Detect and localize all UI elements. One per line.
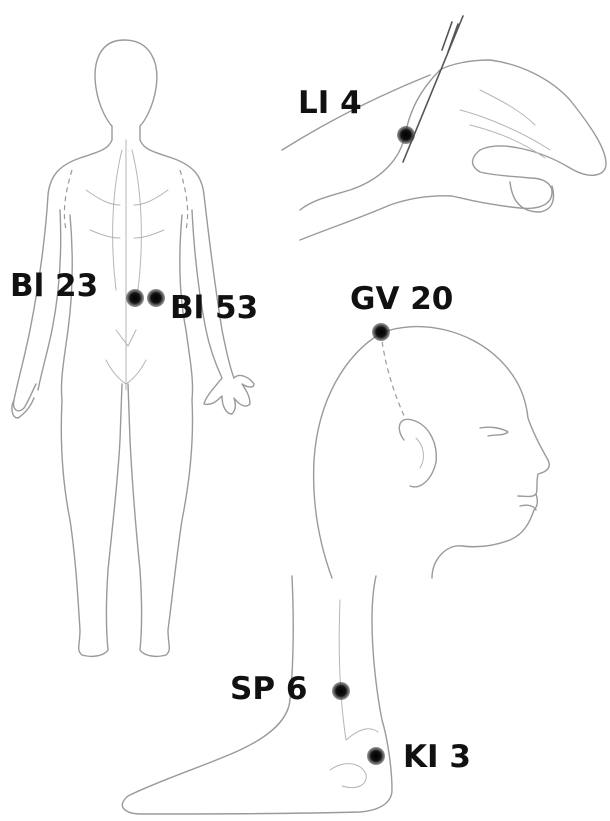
- point-bl23: [126, 289, 144, 307]
- point-gv20: [372, 323, 390, 341]
- label-ki3: KI 3: [403, 739, 471, 775]
- label-li4: LI 4: [298, 85, 362, 121]
- back-body-figure: [12, 40, 254, 656]
- label-sp6: SP 6: [230, 671, 307, 707]
- head-figure: [314, 327, 550, 578]
- point-li4: [397, 126, 415, 144]
- label-bl23: Bl 23: [10, 268, 98, 304]
- acupoint-labels: LI 4 Bl 23 Bl 53 GV 20 SP 6 KI 3: [10, 85, 471, 775]
- point-ki3: [367, 747, 385, 765]
- acupoint-markers: [126, 126, 415, 765]
- label-gv20: GV 20: [350, 281, 453, 317]
- hand-figure: [282, 16, 606, 240]
- label-bl53: Bl 53: [170, 290, 258, 326]
- point-bl53: [147, 289, 165, 307]
- point-sp6: [332, 682, 350, 700]
